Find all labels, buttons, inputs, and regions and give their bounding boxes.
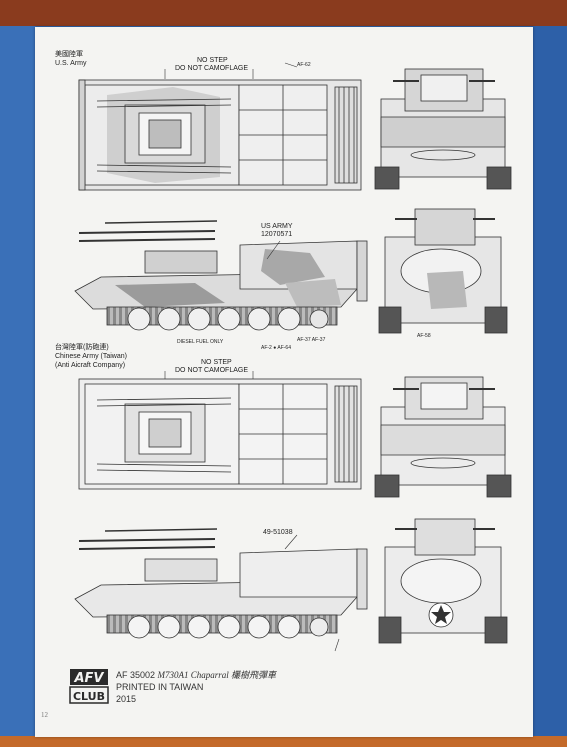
right-background <box>531 26 567 736</box>
product-code: AF 35002 <box>116 670 156 680</box>
bottom-wood-edge <box>0 736 567 747</box>
product-info: AF 35002 M730A1 Chaparral 欉樹飛彈車 PRINTED … <box>116 669 276 705</box>
year: 2015 <box>116 694 137 704</box>
scheme2-label-sub: (Anti Aicraft Company) <box>55 362 126 369</box>
scheme1-side-view <box>74 220 368 331</box>
top-wood-edge <box>0 0 567 26</box>
scheme2-no-step: NO STEP <box>201 359 232 366</box>
scheme1-label: U.S. Army <box>55 60 87 67</box>
scheme1-front-view <box>374 68 512 190</box>
scheme1-ref-top: AF-62 <box>297 62 311 68</box>
scheme2-serial: 49-51038 <box>263 529 293 536</box>
printed-in: PRINTED IN TAIWAN <box>116 682 204 692</box>
scheme2-label-native: 台灣陸軍(防砲連) <box>55 344 109 351</box>
scheme1-serial: 12070571 <box>261 231 293 238</box>
scheme2-rear-view <box>378 518 508 644</box>
page-number: 12 <box>41 711 48 719</box>
scheme2-no-camouflage: DO NOT CAMOFLAGE <box>175 367 248 374</box>
svg-text:CLUB: CLUB <box>73 690 105 703</box>
scheme2-top-view <box>78 378 362 490</box>
vehicle-drawings <box>74 62 512 652</box>
product-model: M730A1 Chaparral 欉樹飛彈車 <box>157 670 277 680</box>
scheme1-no-camouflage: DO NOT CAMOFLAGE <box>175 65 248 72</box>
scheme1-us-army: US ARMY <box>261 223 293 230</box>
scheme1-ref-rear: AF-58 <box>417 333 431 339</box>
left-background <box>0 26 36 736</box>
scheme1-top-view <box>78 79 362 191</box>
instruction-sheet: 美國陸軍 U.S. Army NO STEP DO NOT CAMOFLAGE … <box>35 27 533 737</box>
scheme1-diesel: DIESEL FUEL ONLY <box>177 339 224 345</box>
scheme2-side-view <box>74 528 368 639</box>
scheme1-ref-bottom-a: AF-2 ● AF-64 <box>261 345 291 351</box>
afv-club-logo: AFV CLUB <box>69 669 109 704</box>
svg-text:AFV: AFV <box>73 671 104 686</box>
scheme2-label: Chinese Army (Taiwan) <box>55 353 127 360</box>
scheme1-rear-view <box>378 208 508 334</box>
scheme1-no-step: NO STEP <box>197 57 228 64</box>
leader-lines <box>164 62 340 652</box>
scheme2-front-view <box>374 376 512 498</box>
scheme1-ref-bottom-b: AF-37 AF-37 <box>297 337 326 343</box>
scheme1-label-native: 美國陸軍 <box>55 51 83 58</box>
